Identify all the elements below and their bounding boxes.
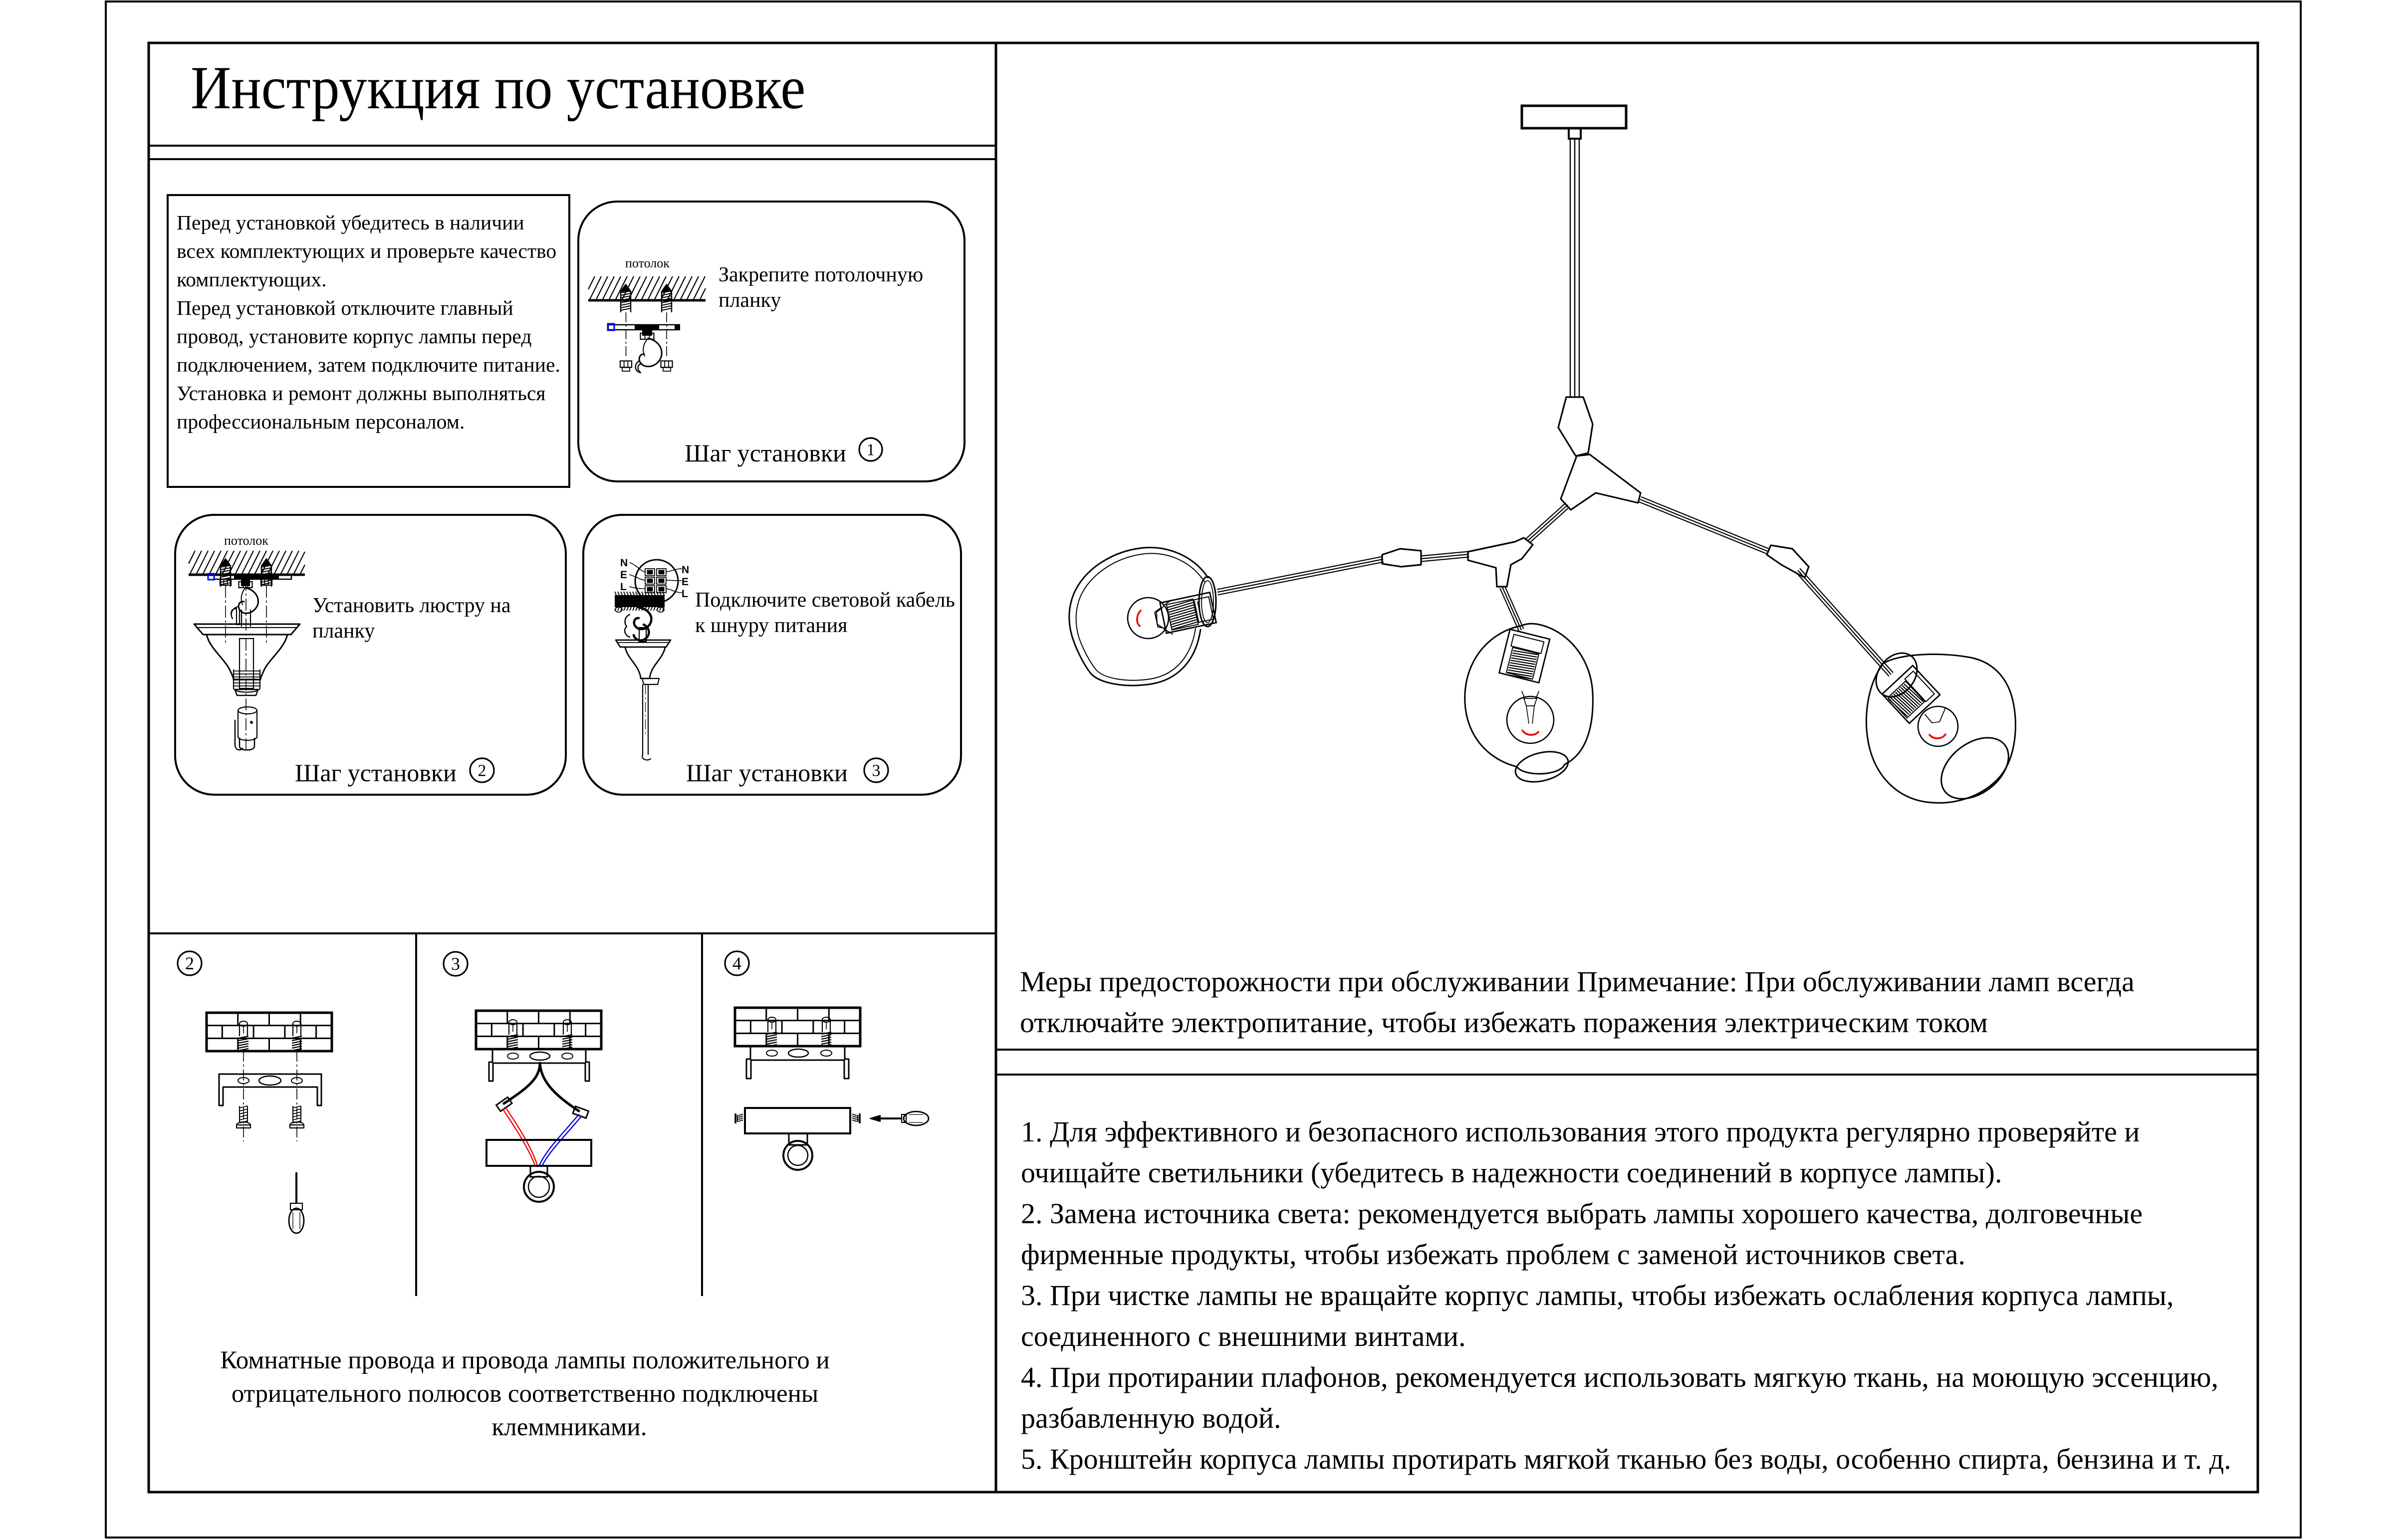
svg-text:3: 3 bbox=[451, 954, 460, 974]
svg-text:1: 1 bbox=[867, 441, 875, 459]
svg-text:4: 4 bbox=[732, 953, 741, 973]
svg-text:2: 2 bbox=[478, 762, 486, 780]
svg-text:2: 2 bbox=[185, 953, 194, 973]
svg-text:3: 3 bbox=[872, 762, 881, 780]
